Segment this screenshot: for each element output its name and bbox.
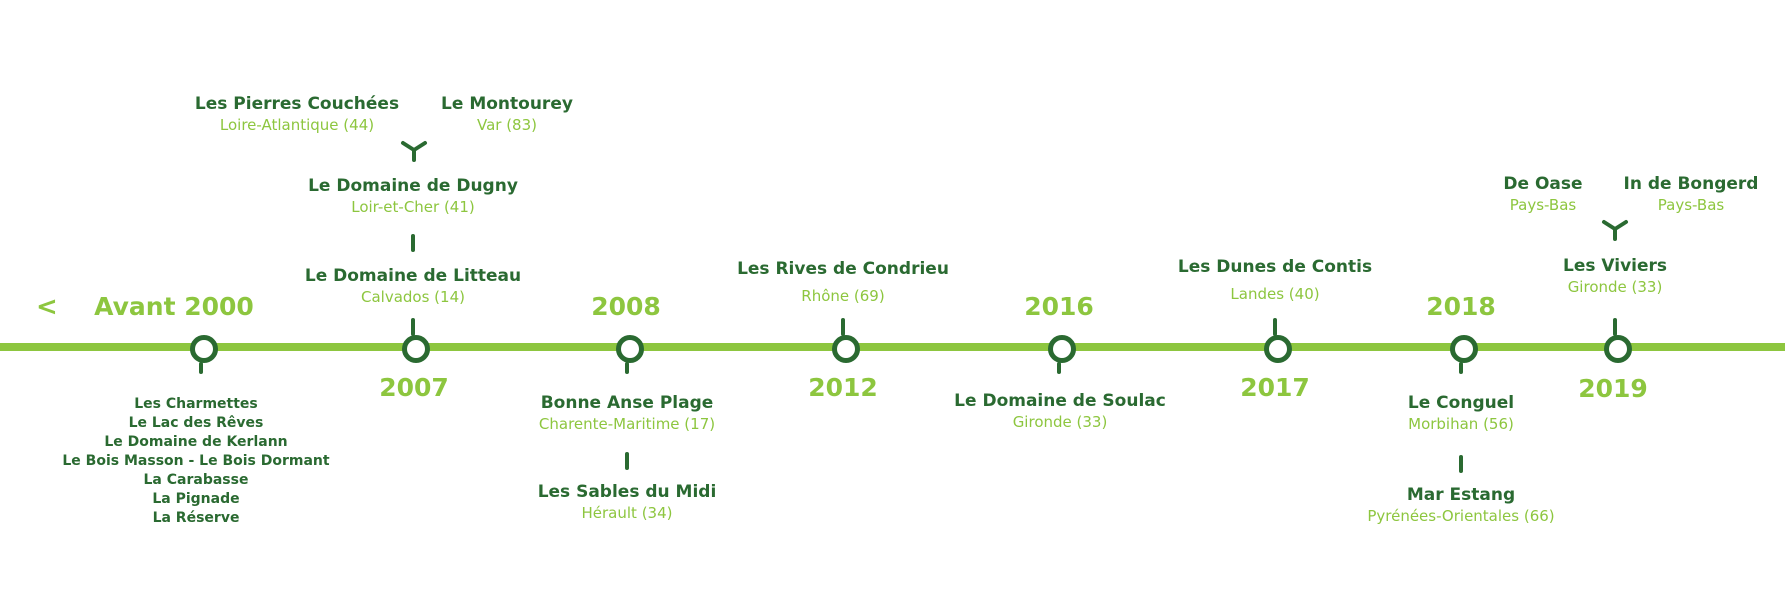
camp-name: Les Viviers: [1562, 256, 1668, 276]
timeline-node-2008[interactable]: [616, 335, 644, 363]
camp-name: Le Lac des Rêves: [128, 415, 264, 431]
camp-region: Calvados (14): [361, 288, 465, 306]
camp-le-domaine-de-dugny: Le Domaine de Dugny Loir-et-Cher (41): [263, 175, 563, 217]
camp-list-avant-2000: Les Charmettes Le Lac des Rêves Le Domai…: [46, 395, 346, 528]
timeline-node-2012[interactable]: [832, 335, 860, 363]
camp-region: Pays-Bas: [1509, 196, 1577, 214]
camp-name: In de Bongerd: [1623, 174, 1759, 194]
camp-les-dunes-de-contis: Les Dunes de Contis Landes (40): [1125, 256, 1425, 304]
camp-region: Morbihan (56): [1408, 415, 1514, 433]
camp-name: Le Bois Masson - Le Bois Dormant: [62, 453, 330, 469]
camp-name: Les Sables du Midi: [537, 482, 717, 502]
camp-region: Loire-Atlantique (44): [219, 116, 375, 134]
connector-stem: [411, 318, 415, 336]
camp-le-conguel: Le Conguel Morbihan (56): [1311, 392, 1611, 434]
camp-name: La Réserve: [152, 510, 240, 526]
timeline-node-2019[interactable]: [1604, 335, 1632, 363]
camp-name: Les Pierres Couchées: [194, 94, 400, 114]
camp-name: Le Domaine de Litteau: [304, 266, 522, 286]
year-label-2008: 2008: [591, 292, 661, 321]
camp-region: Pyrénées-Orientales (66): [1367, 507, 1555, 525]
year-label-2017: 2017: [1240, 373, 1310, 402]
connector-stem: [1459, 362, 1463, 374]
connector-stem: [1459, 455, 1463, 473]
year-label-avant-2000: Avant 2000: [94, 292, 254, 321]
connector-stem: [1613, 318, 1617, 336]
camp-name: Le Conguel: [1407, 393, 1515, 413]
camp-region: Rhône (69): [801, 287, 885, 305]
timeline-node-2016[interactable]: [1048, 335, 1076, 363]
camp-region: Charente-Maritime (17): [538, 415, 716, 433]
camp-le-domaine-de-soulac: Le Domaine de Soulac Gironde (33): [910, 390, 1210, 432]
year-label-2007: 2007: [379, 373, 449, 402]
camp-les-rives-de-condrieu: Les Rives de Condrieu Rhône (69): [693, 258, 993, 306]
camp-region: Gironde (33): [1012, 413, 1108, 431]
camp-mar-estang: Mar Estang Pyrénées-Orientales (66): [1311, 484, 1611, 526]
year-label-2012: 2012: [808, 373, 878, 402]
timeline-node-2007[interactable]: [402, 335, 430, 363]
connector-stem: [841, 318, 845, 336]
camp-name: Le Domaine de Soulac: [954, 391, 1166, 411]
fork-icon: [401, 141, 427, 162]
camp-name: Les Charmettes: [134, 396, 258, 412]
camp-name: Les Dunes de Contis: [1177, 257, 1373, 277]
camp-name: Le Domaine de Dugny: [308, 176, 518, 196]
camp-region: Loir-et-Cher (41): [351, 198, 475, 216]
year-label-2016: 2016: [1024, 292, 1094, 321]
connector-stem: [1273, 318, 1277, 336]
camp-de-oase: De Oase Pays-Bas: [1393, 173, 1693, 215]
timeline-node-2018[interactable]: [1450, 335, 1478, 363]
timeline-node-2017[interactable]: [1264, 335, 1292, 363]
connector-stem: [625, 452, 629, 470]
back-arrow-icon[interactable]: <: [36, 292, 58, 322]
timeline-node-avant-2000[interactable]: [190, 335, 218, 363]
camp-le-domaine-de-litteau: Le Domaine de Litteau Calvados (14): [263, 265, 563, 307]
year-label-2018: 2018: [1426, 292, 1496, 321]
camp-name: De Oase: [1503, 174, 1583, 194]
camp-region: Landes (40): [1230, 285, 1320, 303]
camp-region: Gironde (33): [1567, 278, 1663, 296]
camp-in-de-bongerd: In de Bongerd Pays-Bas: [1541, 173, 1785, 215]
year-label-2019: 2019: [1578, 374, 1648, 403]
camp-le-montourey: Le Montourey Var (83): [357, 93, 657, 135]
camp-name: La Pignade: [152, 491, 240, 507]
camp-name: Bonne Anse Plage: [540, 393, 714, 413]
connector-stem: [1057, 362, 1061, 374]
camp-region: Hérault (34): [581, 504, 673, 522]
camp-name: Le Montourey: [441, 94, 573, 114]
fork-icon: [1602, 220, 1628, 241]
camp-region: Pays-Bas: [1657, 196, 1725, 214]
camp-name: Les Rives de Condrieu: [737, 259, 949, 279]
connector-stem: [625, 362, 629, 374]
camp-region: Var (83): [476, 116, 537, 134]
camp-les-pierres-couchees: Les Pierres Couchées Loire-Atlantique (4…: [147, 93, 447, 135]
camp-bonne-anse-plage: Bonne Anse Plage Charente-Maritime (17): [477, 392, 777, 434]
camp-name: Mar Estang: [1406, 485, 1516, 505]
connector-stem: [199, 362, 203, 374]
camp-les-viviers: Les Viviers Gironde (33): [1465, 255, 1765, 297]
camp-name: Le Domaine de Kerlann: [104, 434, 288, 450]
timeline-axis: [0, 343, 1785, 351]
camp-name: La Carabasse: [143, 472, 249, 488]
connector-stem: [411, 234, 415, 252]
camp-les-sables-du-midi: Les Sables du Midi Hérault (34): [477, 481, 777, 523]
